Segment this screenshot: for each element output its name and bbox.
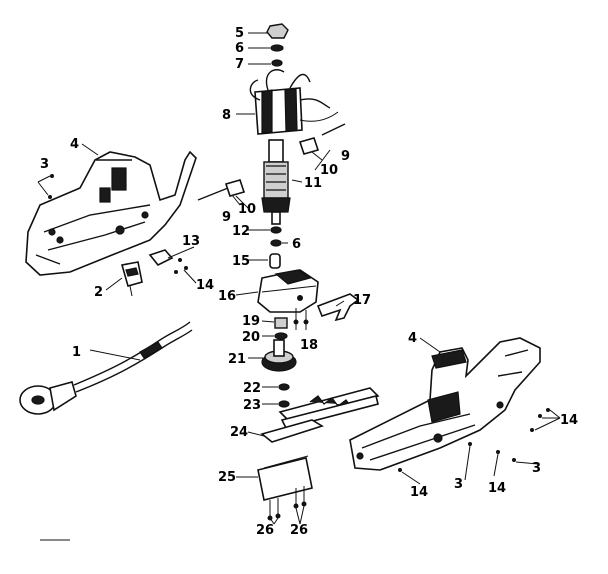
callout-17: 17 <box>353 293 371 308</box>
callout-24: 24 <box>230 425 248 440</box>
part-6-washer <box>270 44 284 52</box>
part-7-washer <box>271 59 283 67</box>
callout-7: 7 <box>235 57 244 72</box>
callout-26-b: 26 <box>290 523 308 538</box>
callout-18: 18 <box>300 338 318 353</box>
callout-9-lower: 9 <box>222 210 231 225</box>
part-9-brush-springs <box>197 123 346 201</box>
right-housing-screws <box>398 408 550 472</box>
callout-3-bottom: 3 <box>454 477 463 492</box>
callout-14-bottom-right: 14 <box>488 481 506 496</box>
callout-19: 19 <box>242 314 260 329</box>
callout-4-right: 4 <box>408 331 417 346</box>
part-18-screws <box>293 308 309 330</box>
part-10-brush-holders <box>224 137 320 197</box>
part-5-nut <box>266 23 289 39</box>
callout-10-lower: 10 <box>238 202 256 217</box>
leader-lines <box>81 32 561 525</box>
part-1-power-cord <box>19 321 193 415</box>
part-12-washer <box>270 226 282 234</box>
part-24-plate <box>260 419 324 443</box>
callout-25: 25 <box>218 470 236 485</box>
part-8-field-coil <box>249 69 339 135</box>
right-housing-half <box>349 337 541 471</box>
part-2-switch <box>120 261 143 297</box>
part-16-gear-housing <box>257 269 319 313</box>
part-22-washer <box>278 383 290 391</box>
callout-3: 3 <box>40 157 49 172</box>
callout-16: 16 <box>218 289 236 304</box>
callout-6-lower: 6 <box>292 237 301 252</box>
part-13-clip <box>148 249 174 267</box>
callout-11: 11 <box>304 176 322 191</box>
callout-10: 10 <box>320 163 338 178</box>
callout-8: 8 <box>222 108 231 123</box>
callout-14-right: 14 <box>560 413 578 428</box>
callout-12: 12 <box>232 224 250 239</box>
left-housing-screws <box>37 174 188 274</box>
callout-5: 5 <box>235 26 244 41</box>
part-25-blade-guard <box>257 457 313 501</box>
callout-14-bottom: 14 <box>410 485 428 500</box>
callout-14: 14 <box>196 278 214 293</box>
part-11-armature <box>261 139 291 225</box>
callout-21: 21 <box>228 352 246 367</box>
part-15-bushing <box>269 253 281 269</box>
left-housing-half <box>25 150 197 276</box>
callout-6: 6 <box>235 41 244 56</box>
callout-22: 22 <box>243 381 261 396</box>
callout-20: 20 <box>242 330 260 345</box>
part-6-lower-washer <box>270 239 282 247</box>
cutter-blade-assembly <box>278 387 380 429</box>
callout-4: 4 <box>70 137 79 152</box>
callout-15: 15 <box>232 254 250 269</box>
callout-labels: 5 6 7 8 9 10 11 9 10 12 6 15 16 17 19 18… <box>40 26 578 538</box>
callout-2: 2 <box>94 285 103 300</box>
callout-9: 9 <box>341 149 350 164</box>
callout-23: 23 <box>243 398 261 413</box>
part-17-bracket <box>316 293 360 322</box>
callout-3-right: 3 <box>532 461 541 476</box>
part-21-gear <box>261 339 297 372</box>
callout-1: 1 <box>72 345 81 360</box>
part-20-washer <box>274 332 288 340</box>
callout-13: 13 <box>182 234 200 249</box>
part-19-spacer <box>274 317 288 329</box>
part-23-washer <box>278 400 290 408</box>
callout-26: 26 <box>256 523 274 538</box>
